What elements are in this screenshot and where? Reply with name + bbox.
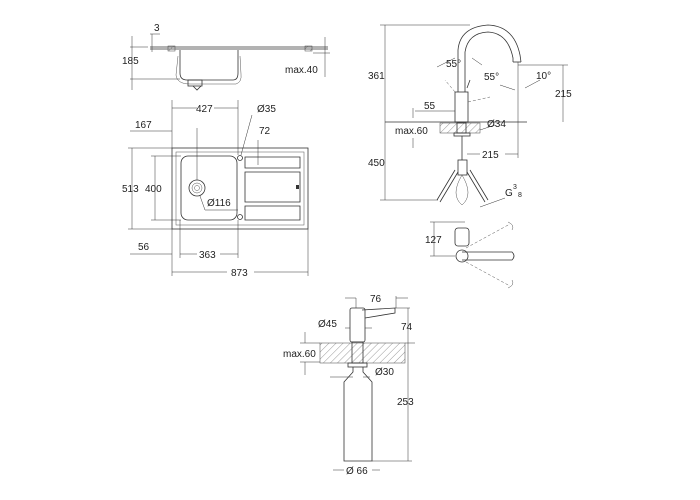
dim-bowl-depth: 400 bbox=[145, 184, 162, 195]
sink-side-view: 3 185 max.40 bbox=[122, 23, 330, 91]
dim-total-width: 873 bbox=[231, 268, 248, 279]
dim-faucet-max-counter: max.60 bbox=[395, 126, 428, 137]
dim-dispenser-hole: Ø30 bbox=[375, 367, 394, 378]
dim-body: 55 bbox=[424, 101, 436, 112]
dim-dispenser-head: Ø45 bbox=[318, 319, 337, 330]
dim-faucet-hole: Ø34 bbox=[487, 119, 506, 130]
dim-head-height: 74 bbox=[401, 322, 413, 333]
dim-swivel-b: 55° bbox=[484, 72, 499, 83]
dim-bottle-diameter: Ø 66 bbox=[346, 466, 368, 477]
svg-text:G: G bbox=[505, 188, 513, 199]
dim-drain: Ø116 bbox=[207, 198, 231, 209]
dim-bottle-height: 253 bbox=[397, 397, 414, 408]
dim-bowl-width: 427 bbox=[196, 104, 213, 115]
dim-dispenser-max-counter: max.60 bbox=[283, 349, 316, 360]
sink-top-view: 427 167 Ø35 72 513 400 Ø116 56 363 873 bbox=[122, 100, 309, 279]
dim-inner-width: 363 bbox=[199, 250, 216, 261]
dim-tap-hole: Ø35 bbox=[257, 104, 276, 115]
dim-tilt: 10° bbox=[536, 71, 551, 82]
dim-spout-height: 215 bbox=[555, 89, 572, 100]
dim-reach: 215 bbox=[482, 150, 499, 161]
faucet-top-view: 127 bbox=[425, 221, 515, 289]
dim-sink-depth: 185 bbox=[122, 56, 139, 67]
dim-dispenser-width: 76 bbox=[370, 294, 382, 305]
dim-hose-length: 450 bbox=[368, 158, 385, 169]
dim-sink-max-counter: max.40 bbox=[285, 65, 318, 76]
dim-swivel-a: 55° bbox=[446, 59, 461, 70]
dim-faucet-height: 361 bbox=[368, 71, 385, 82]
svg-text:8: 8 bbox=[518, 192, 522, 199]
dim-top-depth: 127 bbox=[425, 235, 442, 246]
dim-thickness: 3 bbox=[154, 23, 160, 34]
dim-edge-offset: 56 bbox=[138, 242, 150, 253]
dim-rib-offset: 72 bbox=[259, 126, 271, 137]
svg-text:3: 3 bbox=[513, 184, 517, 191]
faucet-side-view: 361 450 55° 55° 10° 215 55 max.60 Ø34 21… bbox=[368, 24, 572, 208]
soap-dispenser: 76 Ø45 74 max.60 Ø30 253 Ø 66 bbox=[283, 294, 415, 477]
thread-label: G 3 8 bbox=[505, 184, 522, 199]
dim-offset-left: 167 bbox=[135, 120, 152, 131]
dim-total-depth: 513 bbox=[122, 184, 139, 195]
